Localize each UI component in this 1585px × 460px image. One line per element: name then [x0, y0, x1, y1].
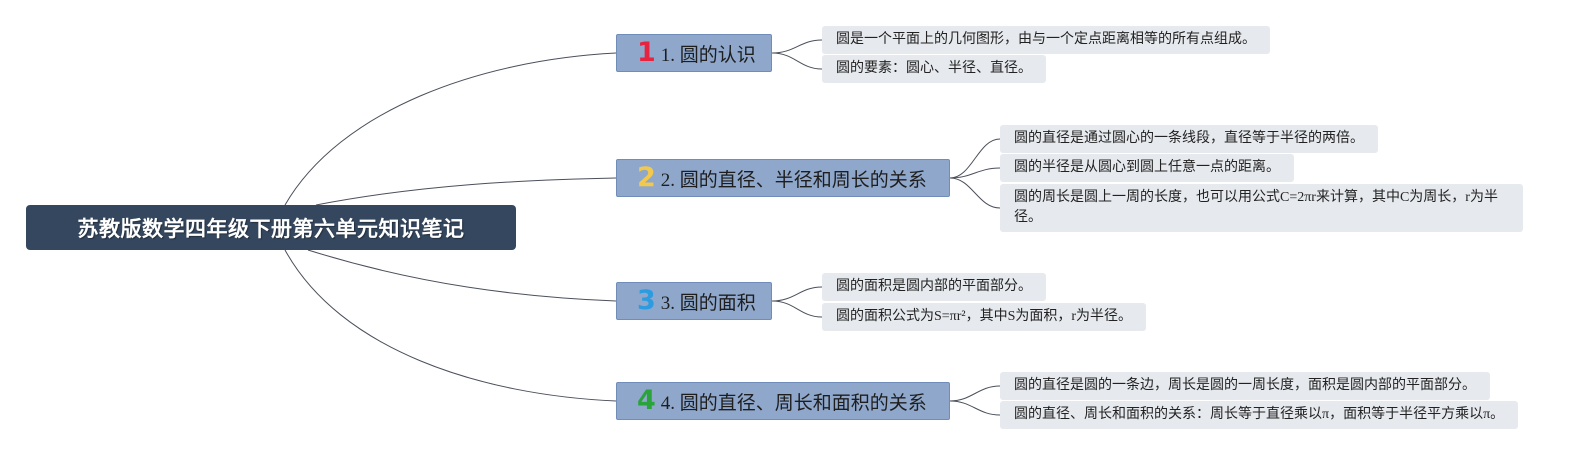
topic-label: 2. 圆的直径、半径和周长的关系 [660, 169, 927, 191]
leaf-text: 圆的直径是圆的一条边，周长是圆的一周长度，面积是圆内部的平面部分。 [1014, 378, 1476, 393]
leaf-node[interactable]: 圆的面积是圆内部的平面部分。 [822, 273, 1046, 301]
root-node[interactable]: 苏教版数学四年级下册第六单元知识笔记 [26, 205, 516, 250]
root-title: 苏教版数学四年级下册第六单元知识笔记 [77, 216, 465, 241]
leaf-node[interactable]: 圆的要素：圆心、半径、直径。 [822, 55, 1046, 83]
topic-node-1[interactable]: 1 1. 圆的认识 [616, 34, 772, 72]
leaf-text: 圆的周长是圆上一周的长度，也可以用公式C=2πr来计算，其中C为周长，r为半径。 [1014, 190, 1498, 225]
number-badge-icon: 4 [637, 384, 656, 416]
leaf-node[interactable]: 圆是一个平面上的几何图形，由与一个定点距离相等的所有点组成。 [822, 26, 1270, 54]
topic-node-3[interactable]: 3 3. 圆的面积 [616, 282, 772, 320]
topic-label: 1. 圆的认识 [660, 44, 756, 66]
leaf-node[interactable]: 圆的直径、周长和面积的关系：周长等于直径乘以π，面积等于半径平方乘以π。 [1000, 401, 1519, 429]
topic-label: 3. 圆的面积 [660, 292, 756, 314]
leaf-node[interactable]: 圆的面积公式为S=πr²，其中S为面积，r为半径。 [822, 303, 1147, 331]
topic-3-to-leaf-1 [771, 286, 823, 302]
root-to-topic-3 [307, 249, 617, 302]
leaf-text: 圆的要素：圆心、半径、直径。 [836, 61, 1032, 76]
leaf-node[interactable]: 圆的周长是圆上一周的长度，也可以用公式C=2πr来计算，其中C为周长，r为半径。 [1000, 184, 1523, 232]
leaf-text: 圆的面积公式为S=πr²，其中S为面积，r为半径。 [836, 309, 1133, 324]
leaf-node[interactable]: 圆的直径是圆的一条边，周长是圆的一周长度，面积是圆内部的平面部分。 [1000, 372, 1490, 400]
number-badge-icon: 2 [637, 161, 656, 193]
leaf-text: 圆的半径是从圆心到圆上任意一点的距离。 [1014, 160, 1280, 175]
number-badge-icon: 3 [637, 284, 656, 316]
leaf-text: 圆是一个平面上的几何图形，由与一个定点距离相等的所有点组成。 [836, 32, 1256, 47]
leaf-text: 圆的直径、周长和面积的关系：周长等于直径乘以π，面积等于半径平方乘以π。 [1014, 407, 1505, 422]
topic-node-2[interactable]: 2 2. 圆的直径、半径和周长的关系 [616, 159, 950, 197]
topic-1-to-leaf-1 [771, 39, 823, 54]
topic-label: 4. 圆的直径、周长和面积的关系 [660, 392, 927, 414]
topic-2-to-leaf-2 [949, 167, 1001, 179]
connector-group [284, 39, 1001, 416]
topic-node-4[interactable]: 4 4. 圆的直径、周长和面积的关系 [616, 382, 950, 420]
root-to-topic-1 [284, 52, 617, 206]
number-badge-icon: 1 [637, 36, 656, 68]
topic-2-to-leaf-1 [949, 138, 1001, 179]
topic-3-to-leaf-2 [771, 300, 823, 318]
root-to-topic-4 [284, 249, 617, 402]
root-to-topic-2 [315, 177, 617, 206]
topic-4-to-leaf-1 [949, 385, 1001, 402]
topic-2-to-leaf-3 [949, 177, 1001, 209]
leaf-text: 圆的直径是通过圆心的一条线段，直径等于半径的两倍。 [1014, 131, 1364, 146]
leaf-node[interactable]: 圆的半径是从圆心到圆上任意一点的距离。 [1000, 154, 1294, 182]
topic-1-to-leaf-2 [771, 52, 823, 70]
leaf-text: 圆的面积是圆内部的平面部分。 [836, 279, 1032, 294]
topic-4-to-leaf-2 [949, 400, 1001, 416]
leaf-node[interactable]: 圆的直径是通过圆心的一条线段，直径等于半径的两倍。 [1000, 125, 1378, 153]
